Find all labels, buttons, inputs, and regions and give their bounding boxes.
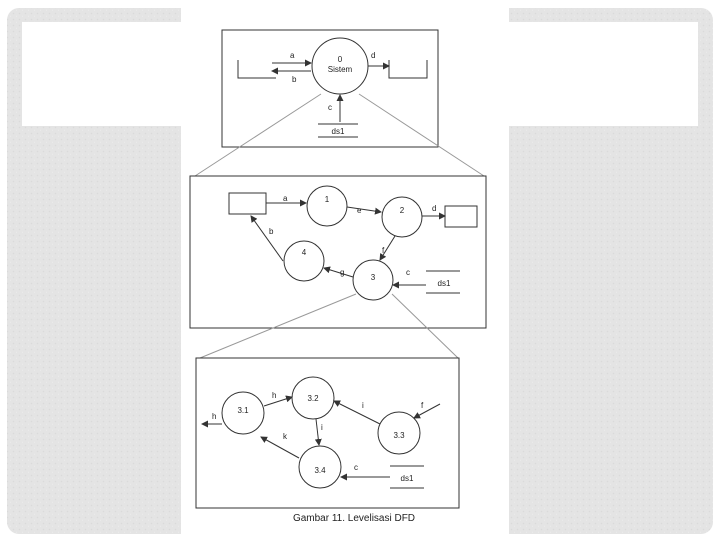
level-0-process-number: 0 <box>338 55 343 64</box>
level-0-flow-c-label: c <box>328 103 332 112</box>
level-1-flow-g <box>323 266 354 278</box>
level-1-flow-d-label: d <box>432 204 436 213</box>
level-2-flow-c-label: c <box>354 463 358 472</box>
explode-line-right-1 <box>358 93 485 177</box>
level-1-process-4-label: 4 <box>302 248 307 257</box>
level-2-flow-k <box>260 436 300 459</box>
level-2-process-3-3 <box>377 411 421 455</box>
level-1-flow-c-label: c <box>406 268 410 277</box>
level-1-flow-e <box>346 206 382 215</box>
level-1-sink-entity <box>444 205 478 228</box>
level-2-flow-i-lower <box>314 418 322 446</box>
level-2-process-3-3-label: 3.3 <box>393 431 405 440</box>
level-0-diagram: 0 Sistem a b d c ds1 <box>221 29 439 148</box>
level-1-process-1 <box>306 185 348 227</box>
level-2-flow-i-lower-label: i <box>321 423 323 432</box>
level-2-process-3-2-label: 3.2 <box>307 394 319 403</box>
level-0-flow-b-label: b <box>292 75 297 84</box>
level-1-process-2 <box>381 196 423 238</box>
level-0-source-entity <box>237 60 276 79</box>
level-1-diagram: 1 2 3 4 a e d f c g b ds1 <box>189 175 487 329</box>
level-0-sink-entity <box>388 60 428 79</box>
level-1-process-4 <box>283 240 325 282</box>
explode-line-left-2 <box>199 293 357 359</box>
level-1-flow-b <box>250 215 284 262</box>
level-2-flow-f <box>413 403 441 419</box>
level-1-flow-a-label: a <box>283 194 288 203</box>
level-1-process-2-label: 2 <box>400 206 405 215</box>
level-2-flow-f-label: f <box>421 401 424 410</box>
explode-line-left-1 <box>194 93 322 177</box>
level-2-diagram: 3.1 3.2 3.3 3.4 h h i i k c f ds1 <box>195 357 460 509</box>
level-1-process-3-label: 3 <box>371 273 376 282</box>
level-1-process-3 <box>352 259 394 301</box>
level-2-process-3-4-label: 3.4 <box>314 466 326 475</box>
level-1-flow-e-label: e <box>357 206 362 215</box>
level-0-process-name: Sistem <box>328 65 353 74</box>
level-2-process-3-4 <box>298 445 342 489</box>
explode-line-right-2 <box>391 293 459 359</box>
level-2-flow-h-in <box>263 395 293 407</box>
level-2-flow-h-in-label: h <box>272 391 276 400</box>
level-2-frame <box>195 357 460 509</box>
level-1-flow-b-label: b <box>269 227 274 236</box>
level-0-store-label: ds1 <box>332 127 345 136</box>
figure-caption: Gambar 11. Levelisasi DFD <box>293 513 415 524</box>
level-0-flow-d-label: d <box>371 51 375 60</box>
level-1-store-label: ds1 <box>438 279 451 288</box>
level-1-frame <box>189 175 487 329</box>
level-2-flow-i-upper-label: i <box>362 401 364 410</box>
level-1-flow-g-label: g <box>340 268 344 277</box>
level-1-flow-f <box>379 235 396 261</box>
level-2-process-3-1 <box>221 391 265 435</box>
level-1-flow-f-label: f <box>382 246 385 255</box>
level-2-store-label: ds1 <box>401 474 414 483</box>
level-0-flow-a-label: a <box>290 51 295 60</box>
level-2-process-3-1-label: 3.1 <box>237 406 249 415</box>
level-1-process-1-label: 1 <box>325 195 330 204</box>
level-1-source-entity <box>228 192 267 215</box>
level-2-flow-k-label: k <box>283 432 288 441</box>
level-0-frame <box>221 29 439 148</box>
level-2-flow-h-out-label: h <box>212 412 216 421</box>
level-2-flow-i-upper <box>333 400 381 425</box>
